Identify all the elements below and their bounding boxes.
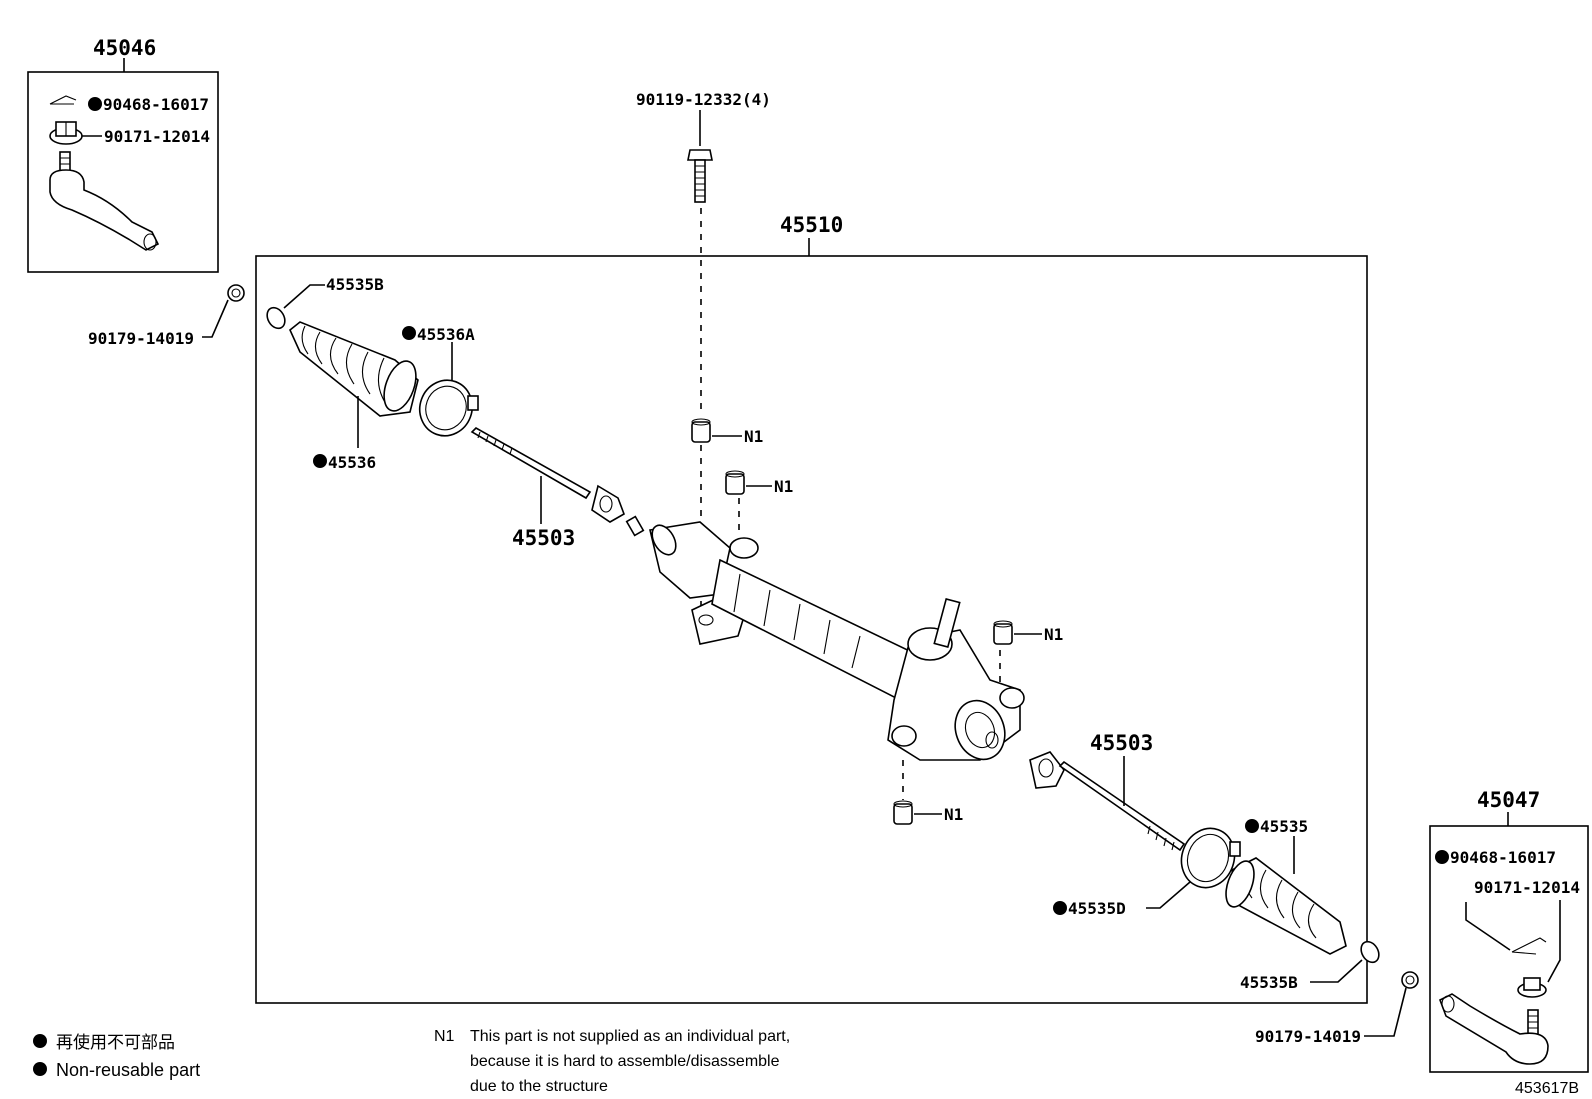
label-bolt: 90119-12332(4): [636, 90, 771, 109]
label-left-cotter-pin: 90468-16017: [103, 95, 209, 114]
label-45510: 45510: [780, 213, 843, 237]
label-bushing-2: N1: [774, 477, 793, 496]
label-45046: 45046: [93, 36, 156, 60]
left-tie-rod-end-icon: [49, 151, 160, 251]
right-tie-rod-end-group: 45047 90468-16017 90171-12014: [1429, 788, 1589, 1073]
non-reusable-dot: [313, 454, 327, 468]
note-key: N1: [434, 1028, 455, 1045]
label-right-boot-clip: 90179-14019: [1255, 1027, 1361, 1046]
bushing-4-group: N1: [893, 760, 963, 825]
left-nut-icon: [49, 121, 83, 145]
n1-note: N1 This part is not supplied as an indiv…: [434, 1028, 790, 1095]
right-nut-icon: [1517, 977, 1547, 998]
label-left-boot-clip: 90179-14019: [88, 329, 194, 348]
right-assembly-box: [1429, 825, 1589, 1073]
non-reusable-dot: [1435, 850, 1449, 864]
steering-rack-housing-icon: [649, 521, 1025, 761]
bolt-head-icon: [687, 149, 713, 161]
bushing-2-group: N1: [725, 470, 793, 536]
label-right-boot: 45535: [1260, 817, 1308, 836]
right-clamp-group: 45535B: [1240, 940, 1380, 992]
right-boot-clip-group: 90179-14019: [1255, 971, 1419, 1046]
label-right-nut: 90171-12014: [1474, 878, 1580, 897]
label-right-clip: 45535D: [1068, 899, 1126, 918]
left-clip-ring-icon: [418, 379, 479, 437]
legend-en: Non-reusable part: [56, 1060, 200, 1080]
note-line-3: due to the structure: [470, 1078, 608, 1095]
legend-jp: 再使用不可部品: [56, 1032, 175, 1052]
label-right-rack-end: 45503: [1090, 731, 1153, 755]
non-reusable-dot: [1245, 819, 1259, 833]
label-bushing-3: N1: [1044, 625, 1063, 644]
legend: 再使用不可部品 Non-reusable part: [33, 1032, 200, 1080]
note-line-2: because it is hard to assemble/disassemb…: [470, 1053, 780, 1070]
note-line-1: This part is not supplied as an individu…: [470, 1028, 790, 1045]
figure-id: 453617B: [1515, 1080, 1579, 1097]
non-reusable-dot: [88, 97, 102, 111]
left-rack-end-icon: [470, 427, 645, 537]
bushing-1-group: N1: [691, 418, 763, 446]
right-rack-end-icon: [1029, 751, 1186, 852]
label-bushing-4: N1: [944, 805, 963, 824]
bushing-3-group: N1: [993, 620, 1063, 690]
label-left-clamp: 45535B: [326, 275, 384, 294]
legend-non-reusable-dot-en: [33, 1062, 47, 1076]
label-right-clamp: 45535B: [1240, 973, 1298, 992]
left-boot-icon: [289, 321, 419, 417]
left-clamp-group: 45535B: [266, 275, 384, 330]
gear-assembly-box: [255, 255, 1368, 1004]
left-assembly-box: [27, 71, 219, 273]
label-left-nut: 90171-12014: [104, 127, 210, 146]
non-reusable-dot: [402, 326, 416, 340]
label-left-clip: 45536A: [417, 325, 475, 344]
label-right-cotter-pin: 90468-16017: [1450, 848, 1556, 867]
label-left-rack-end: 45503: [512, 526, 575, 550]
left-boot-clip-group: 90179-14019: [88, 284, 245, 348]
right-clip-ring-icon: [1180, 827, 1241, 889]
right-tie-rod-end-icon: [1438, 993, 1549, 1065]
non-reusable-dot: [1053, 901, 1067, 915]
right-boot-icon: [1225, 857, 1347, 955]
legend-non-reusable-dot: [33, 1034, 47, 1048]
label-bushing-1: N1: [744, 427, 763, 446]
left-tie-rod-end-group: 45046 90468-16017 90171-12014: [27, 36, 219, 273]
label-left-boot: 45536: [328, 453, 376, 472]
label-45047: 45047: [1477, 788, 1540, 812]
